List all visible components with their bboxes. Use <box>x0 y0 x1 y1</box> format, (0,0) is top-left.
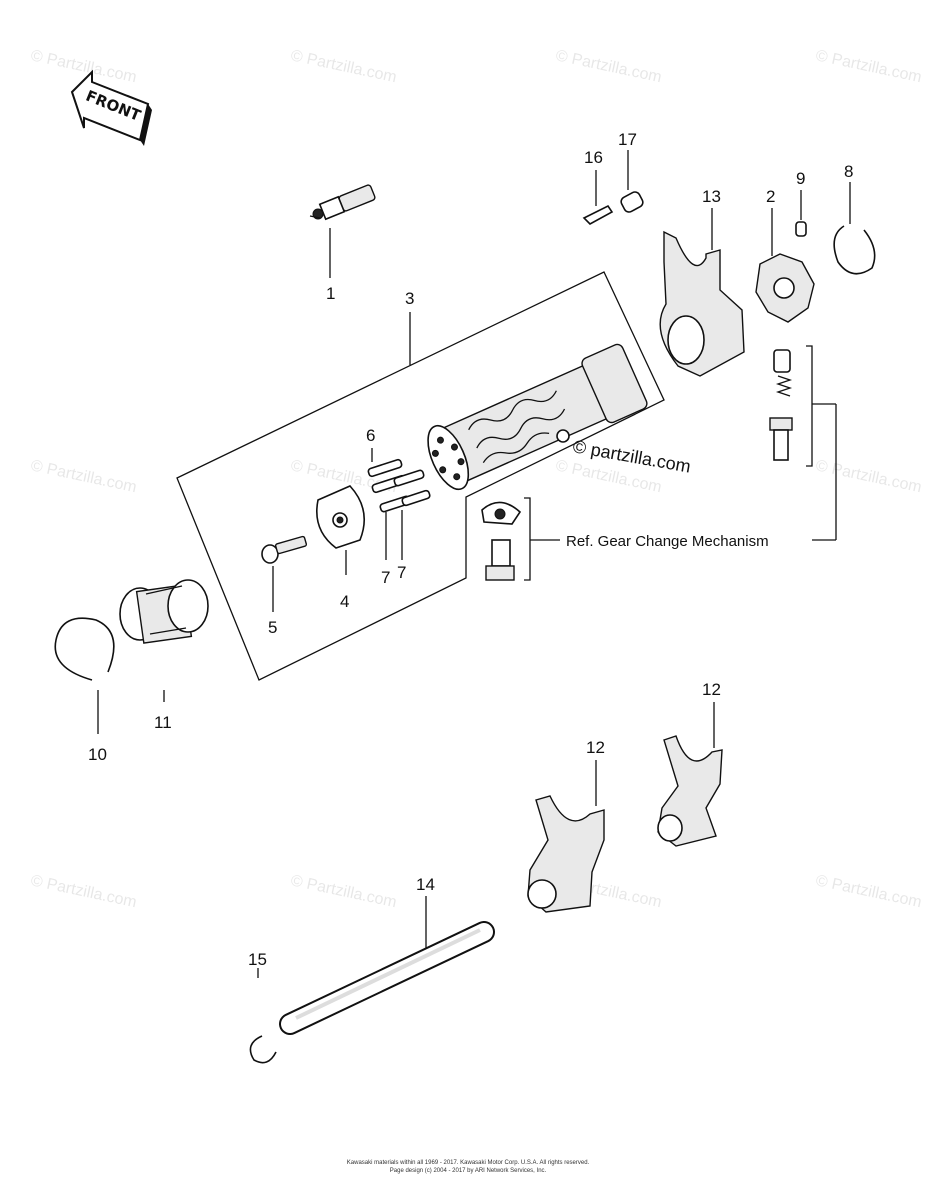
part-neutral-switch <box>309 184 376 278</box>
watermark: © Partzilla.com <box>29 872 138 911</box>
part-shift-drum-pins <box>367 448 431 560</box>
part-stopper-cam <box>755 208 815 323</box>
callout-number: 8 <box>844 162 853 181</box>
callout-number: 16 <box>584 148 603 167</box>
callout-number: 5 <box>268 618 277 637</box>
callout-number: 12 <box>702 680 721 699</box>
watermark: © Partzilla.com <box>29 457 138 496</box>
part-cotter-pin <box>582 170 614 225</box>
callout-number: 10 <box>88 745 107 764</box>
watermark: © Partzilla.com <box>554 47 663 86</box>
callout-number: 17 <box>618 130 637 149</box>
part-pin-plate <box>316 485 366 575</box>
part-snap-ring <box>833 182 876 275</box>
watermark: © Partzilla.com <box>289 872 398 911</box>
watermark: © Partzilla.com <box>814 872 923 911</box>
callout-number: 6 <box>366 426 375 445</box>
part-small-snap-ring <box>249 968 277 1064</box>
part-shift-fork-1 <box>527 760 605 913</box>
part-dowel-pin <box>795 190 807 237</box>
part-screw <box>261 535 308 612</box>
callout-number: 2 <box>766 187 775 206</box>
front-direction-arrow-icon: FRONT <box>70 69 152 146</box>
part-spring-plunger-ref <box>769 345 837 541</box>
part-shift-drum <box>427 343 648 491</box>
part-pin-roller <box>620 150 644 213</box>
watermark-layer: © Partzilla.com © Partzilla.com © Partzi… <box>29 47 923 911</box>
watermark: © Partzilla.com <box>814 457 923 496</box>
callout-number: 15 <box>248 950 267 969</box>
callout-number: 3 <box>405 289 414 308</box>
callout-number: 7 <box>381 568 390 587</box>
shift-drum-assembly-frame <box>176 271 665 681</box>
callout-number: 11 <box>154 713 172 732</box>
callout-number: 14 <box>416 875 435 894</box>
callout-number: 1 <box>326 284 335 303</box>
part-fork-shaft <box>279 896 495 1035</box>
footer-copyright: Kawasaki materials within all 1969 - 201… <box>347 1160 590 1166</box>
callout-number: 12 <box>586 738 605 757</box>
callout-number: 9 <box>796 169 805 188</box>
callout-layer: 1 2 3 4 5 6 7 7 8 9 10 11 12 12 13 14 15… <box>88 130 853 969</box>
watermark: © Partzilla.com <box>289 47 398 86</box>
part-shift-fork-main <box>659 208 745 377</box>
part-shift-fork-2 <box>657 702 723 847</box>
callout-number: 13 <box>702 187 721 206</box>
watermark: © Partzilla.com <box>814 47 923 86</box>
callout-number: 4 <box>340 592 349 611</box>
part-needle-bearing <box>119 579 209 702</box>
part-washer-bolt-ref <box>481 497 560 581</box>
part-circlip <box>54 617 115 734</box>
reference-label: Ref. Gear Change Mechanism <box>566 533 769 550</box>
footer-design-credit: Page design (c) 2004 - 2017 by ARI Netwo… <box>390 1168 547 1174</box>
callout-number: 7 <box>397 563 406 582</box>
